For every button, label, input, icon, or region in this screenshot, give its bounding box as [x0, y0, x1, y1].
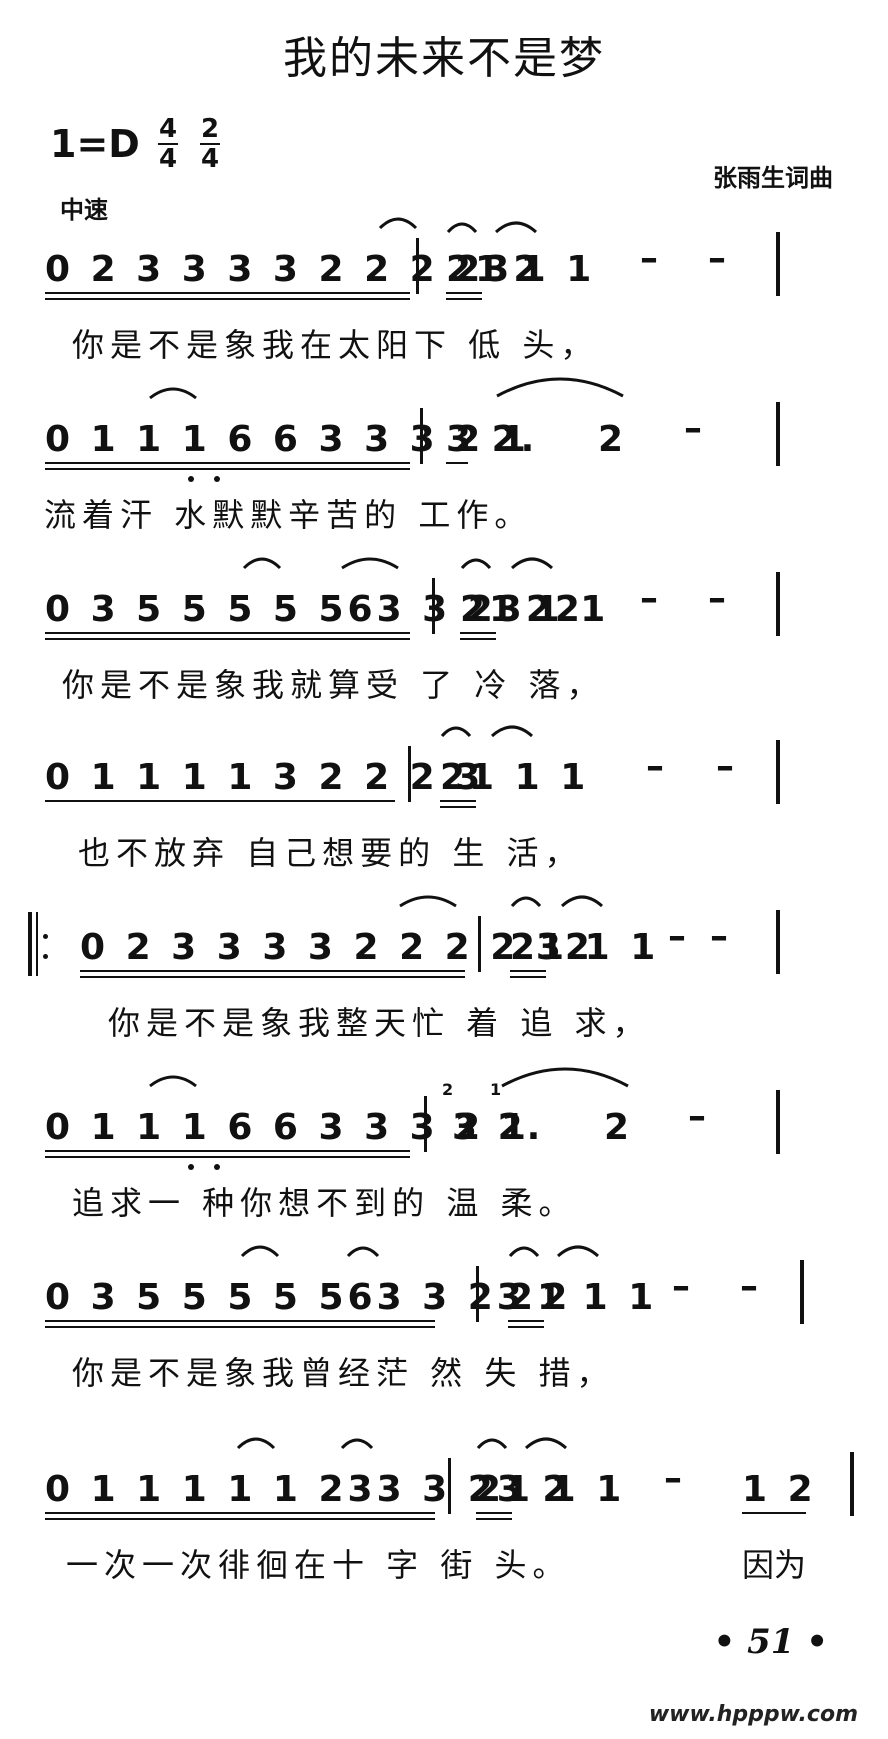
score-line-3: 0 3 5 5 5 5 563 3 2322 21 1 1 – – 你是不是象我… [0, 557, 888, 740]
repeat-barline [28, 912, 32, 976]
slur [340, 1438, 374, 1450]
slur [524, 1437, 568, 1450]
key-signature: 1=D [50, 122, 140, 166]
lyrics-line-3: 你是不是象我就算受 了 冷 落， [62, 666, 605, 704]
song-title: 我的未来不是梦 [283, 33, 605, 84]
notes-measure-a: 0 3 5 5 5 5 563 3 2322 [45, 589, 584, 630]
slur [556, 1245, 600, 1258]
grace-note: 2 [442, 1080, 454, 1099]
tie [501, 1067, 629, 1088]
time-signature-4-4: 4 4 [158, 114, 178, 174]
lyrics-tail: 因为 [742, 1546, 807, 1584]
slur [242, 557, 282, 570]
lyrics-line-6: 追求一 种你想不到的 温 柔。 [72, 1184, 577, 1222]
time-signature-2-4: 2 4 [200, 114, 220, 174]
slur [149, 387, 197, 400]
slur [560, 895, 604, 908]
notes-measure-b: 21 1 1 [508, 1277, 658, 1318]
slur [510, 557, 554, 570]
lyrics-line-7: 你是不是象我曾经茫 然 失 措， [72, 1354, 615, 1392]
notes-measure-a: 0 3 5 5 5 5 563 3 23 2 [45, 1277, 572, 1318]
slur [236, 1437, 276, 1450]
score-line-1: 0 2 3 3 3 3 2 2 2 232 21 1 1 – – 你是不是象我在… [0, 217, 888, 400]
lyrics-line-2: 流着汗 水默默辛苦的 工作。 [44, 496, 533, 534]
tie [496, 377, 624, 398]
notes-measure-b: 21 1 1 [440, 757, 590, 798]
slur [476, 1438, 508, 1450]
lyrics-line-8: 一次一次徘徊在十 字 街 头。 [66, 1546, 571, 1584]
lyrics-line-5: 你是不是象我整天忙 着 追 求， [108, 1004, 651, 1042]
slur [240, 1245, 280, 1258]
score-line-2: 0 1 1 1 6 6 3 3 3 2 1 3 2. 2 – 流着汗 水默默辛苦… [0, 377, 888, 570]
notes-measure-a: 0 1 1 1 6 6 3 3 3 2 1 [45, 419, 530, 460]
notes-measure-b: 21 1 1 [476, 1469, 626, 1510]
author-credit: 张雨生词曲 [713, 164, 833, 192]
slur [446, 222, 478, 234]
notes-measure-b: 3 2. [446, 419, 539, 460]
notes-measure-a: 0 1 1 1 1 3 2 2 2 3 [45, 757, 485, 798]
score-line-8: 0 1 1 1 1 1 233 3 23 2 21 1 1 – 1 2 一次一次… [0, 1437, 888, 1620]
score-line-5: 0 2 3 3 3 3 2 2 2 2 32 21 1 1 – – 你是不是象我… [0, 895, 888, 1078]
score-line-6: 0 1 1 1 6 6 3 3 3 2 1 2 1 3 2. 2 – 追求一 种… [0, 1067, 888, 1258]
tempo-marking: 中速 [60, 196, 108, 224]
page-number: • 51 • [713, 1622, 828, 1662]
notes-measure-a: 0 2 3 3 3 3 2 2 2 2 32 [80, 927, 594, 968]
notes-measure-a: 0 1 1 1 1 1 233 3 23 2 [45, 1469, 572, 1510]
slur [399, 895, 457, 908]
slur [440, 726, 472, 738]
slur [510, 896, 542, 908]
slur [378, 217, 418, 230]
watermark-url: www.hpppw.com [648, 1702, 858, 1727]
notes-measure-a: 0 1 1 1 6 6 3 3 3 2 1 [45, 1107, 530, 1148]
notes-measure-a: 0 2 3 3 3 3 2 2 2 232 [45, 249, 543, 290]
slur [460, 558, 492, 570]
notes-measure-b: 3 2. [452, 1107, 545, 1148]
score-line-4: 0 1 1 1 1 3 2 2 2 3 21 1 1 – – 也不放弃 自己想要… [0, 725, 888, 908]
slur [149, 1075, 197, 1088]
slur [346, 1246, 380, 1258]
score-line-7: 0 3 5 5 5 5 563 3 23 2 21 1 1 – – 你是不是象我… [0, 1245, 888, 1428]
lyrics-line-1: 你是不是象我在太阳下 低 头， [72, 326, 599, 364]
slur [341, 557, 399, 570]
notes-measure-b: 21 1 1 [446, 249, 596, 290]
grace-note: 1 [490, 1080, 502, 1099]
notes-measure-b: 21 1 1 [460, 589, 610, 630]
slur [490, 725, 534, 738]
lyrics-line-4: 也不放弃 自己想要的 生 活， [78, 834, 583, 872]
slur [494, 221, 538, 234]
slur [508, 1246, 540, 1258]
notes-measure-b: 21 1 1 [510, 927, 660, 968]
